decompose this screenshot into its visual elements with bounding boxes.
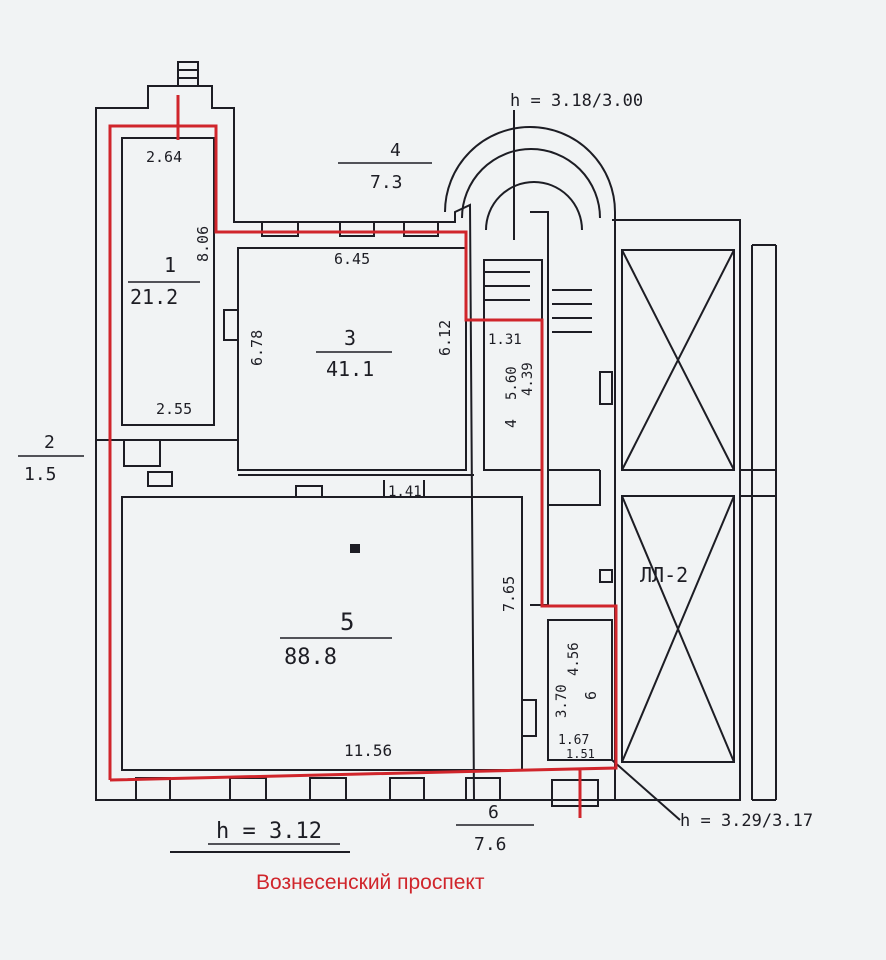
room-1-dim-top: 2.64 <box>146 148 182 166</box>
stairwell-label: ЛЛ-2 <box>640 563 688 587</box>
room-4-area: 5.60 <box>504 366 520 400</box>
room-1-dim-bottom: 2.55 <box>156 400 192 418</box>
room-4-area-2: 4.39 <box>520 362 536 396</box>
rented-area-boundary <box>108 95 618 818</box>
outside-2-value: 1.5 <box>24 464 57 485</box>
room-3-dim-right: 6.12 <box>436 320 454 356</box>
room-3-dim-top: 6.45 <box>334 250 370 268</box>
room-1-area: 21.2 <box>130 285 178 309</box>
outside-4-value: 7.3 <box>370 172 403 193</box>
height-main: h = 3.12 <box>216 819 322 844</box>
room-3-dim-left: 6.78 <box>248 330 266 366</box>
fraction-bars <box>18 162 534 826</box>
room-5-area: 88.8 <box>284 645 337 670</box>
height-stair-top: h = 3.18/3.00 <box>510 91 643 111</box>
room-5-dim-side: 7.65 <box>500 576 518 612</box>
outside-6-number: 6 <box>488 802 499 823</box>
room-1-dim-side: 8.06 <box>194 226 212 262</box>
height-stair-bottom: h = 3.29/3.17 <box>680 811 813 831</box>
room-3-number: 3 <box>344 326 356 350</box>
room-5-dim-bottom: 11.56 <box>344 741 392 760</box>
room-1-number: 1 <box>164 253 176 277</box>
outside-2-number: 2 <box>44 432 55 453</box>
outside-4-number: 4 <box>390 140 401 161</box>
outside-6-value: 7.6 <box>474 834 507 855</box>
room-5-number: 5 <box>340 608 354 636</box>
room-6-dim-b: 4.56 <box>566 642 582 676</box>
room-6-dim-a: 3.70 <box>554 684 570 718</box>
room-4-dim-top: 1.31 <box>488 332 522 348</box>
room-6-number: 6 <box>582 691 600 700</box>
room-4-number: 4 <box>502 419 520 428</box>
building-walls <box>95 61 777 821</box>
door-width: 1.41 <box>388 484 422 500</box>
room-3-area: 41.1 <box>326 357 374 381</box>
street-name: Вознесенский проспект <box>256 871 485 894</box>
room-6-dim-d: 1.51 <box>566 747 595 761</box>
room-6-dim-c: 1.67 <box>558 733 589 748</box>
